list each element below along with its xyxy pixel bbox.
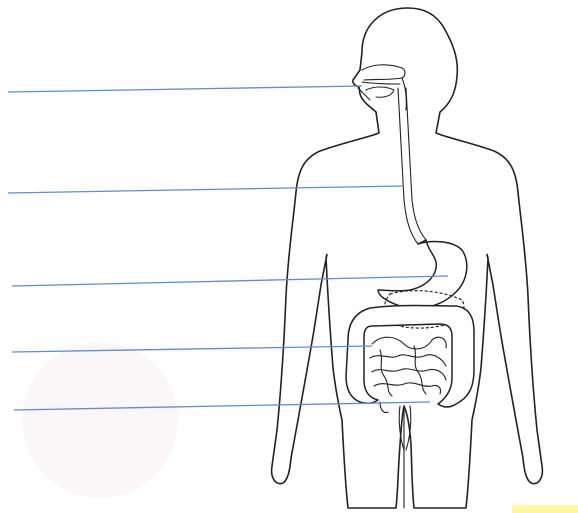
scan-smudge xyxy=(22,342,178,498)
rectum xyxy=(380,402,411,450)
stomach xyxy=(378,240,467,308)
body-silhouette xyxy=(272,8,543,508)
nasal-cavity xyxy=(362,65,405,80)
leader-line-mouth xyxy=(8,86,362,92)
corner-highlight-mark xyxy=(512,505,578,513)
palate xyxy=(362,82,400,84)
small-intestine xyxy=(370,337,446,396)
pharynx xyxy=(402,78,406,110)
esophagus xyxy=(398,88,426,244)
tongue xyxy=(366,87,394,97)
body-outline xyxy=(272,8,543,508)
leader-line-stomach xyxy=(12,276,448,286)
leader-line-esophagus xyxy=(8,186,404,193)
leader-line-small-intestine xyxy=(12,346,372,352)
